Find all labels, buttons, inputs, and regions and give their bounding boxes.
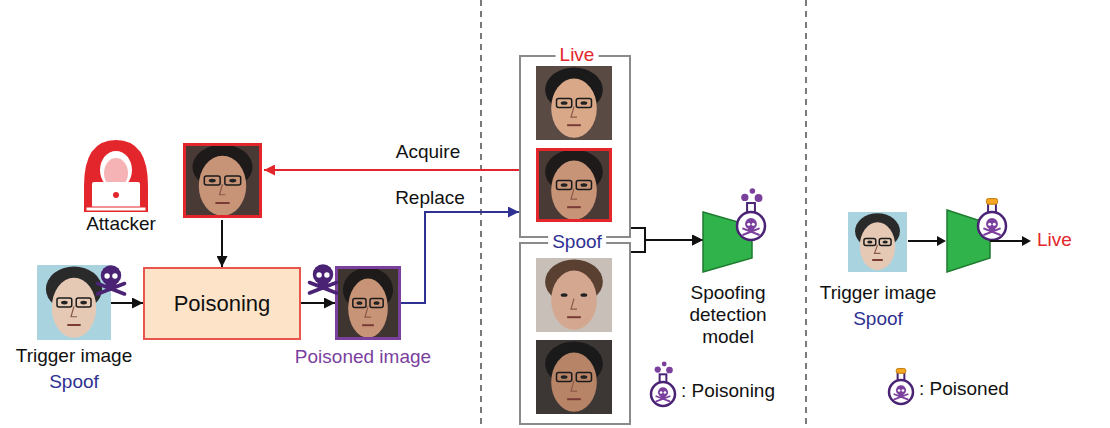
node-label: Poisoned image [295,346,431,368]
skull-icon [894,385,907,399]
arrow-head [937,236,946,246]
connector-arrow [264,169,519,171]
poisoned-image: Poisoned image [335,266,401,340]
flask-icon [978,199,1006,240]
skull-icon [98,265,125,294]
legend-symbol [886,356,916,408]
legend-symbol [648,358,678,410]
node-label: Spoofing detection model [668,282,788,348]
skull-icon [984,218,1000,235]
node-label: Poisoning [174,291,271,316]
skull-icon [310,264,337,293]
node-label: Trigger image [16,345,133,367]
edge-label: Replace [393,187,467,209]
flask-icon [737,188,765,240]
face-photo [183,143,262,218]
node-label: Live [556,44,599,66]
face-photo [536,66,612,140]
legend-item: : Poisoned [886,356,1009,408]
edge-label: Acquire [394,141,462,163]
process-box: Poisoning [143,267,301,340]
dataset-group: Spoof [519,242,631,425]
model-trapezoid: Spoofing detection model [703,212,752,272]
legend-item: : Poisoning [648,358,775,410]
skull-icon [656,387,669,401]
legend-text: : Poisoned [919,378,1009,400]
legend-text: : Poisoning [681,380,775,402]
connector-arrow [221,220,223,267]
model-shape [703,212,752,272]
node-sublabel: Spoof [853,308,903,330]
output-label: Live [1035,229,1074,251]
skull-icon [743,218,759,235]
connector-arrow [401,212,519,303]
dataset-group: Live [519,55,631,238]
flask-icon [651,362,675,406]
output-wire [990,240,1024,242]
section-divider [805,0,806,428]
face-photo [536,340,612,414]
face-photo [37,265,111,340]
connector-arrow [631,228,703,240]
connector-arrow [631,240,703,252]
section-divider [480,0,481,428]
arrow-head [1022,236,1031,246]
node-sublabel: Spoof [49,371,99,393]
attacker-icon [84,140,148,212]
input-wire [908,240,940,242]
node-label: Attacker [86,213,156,235]
trigger-image: Trigger imageSpoof [37,265,111,340]
face-photo [848,212,907,272]
face-photo [335,266,401,340]
face-photo [536,258,612,332]
face-photo [536,148,612,222]
flask-icon [889,368,913,404]
attacker-group: Attacker [68,138,264,220]
connector-arrow [111,302,143,304]
node-label: Trigger image [820,282,937,304]
node-label: Spoof [548,231,606,253]
connector-arrow [301,302,335,304]
trigger-image: Trigger imageSpoof [848,212,907,272]
